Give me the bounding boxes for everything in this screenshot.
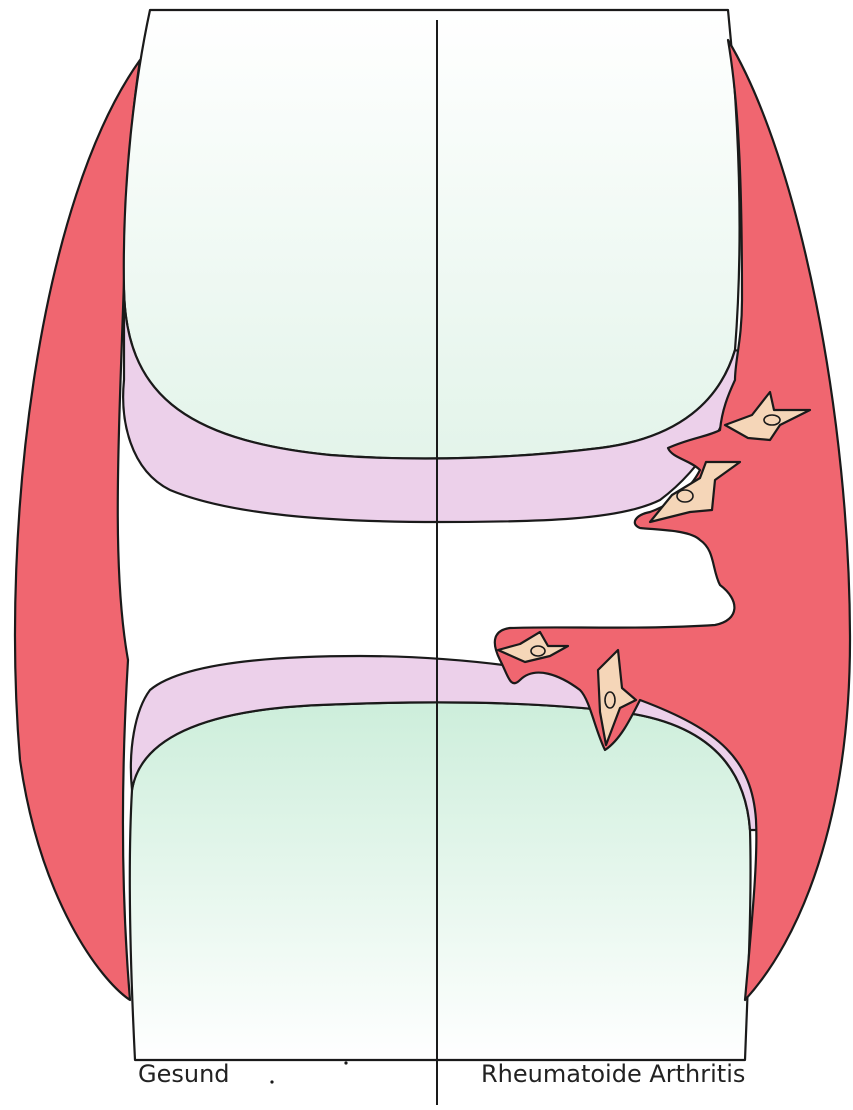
upper-bone — [124, 10, 740, 459]
left-joint-capsule — [15, 60, 140, 1000]
label-healthy: Gesund — [138, 1060, 230, 1088]
label-rheumatoid-arthritis: Rheumatoide Arthritis — [481, 1060, 745, 1088]
speck — [344, 1061, 347, 1064]
lower-bone — [130, 702, 751, 1060]
speck — [270, 1080, 273, 1083]
